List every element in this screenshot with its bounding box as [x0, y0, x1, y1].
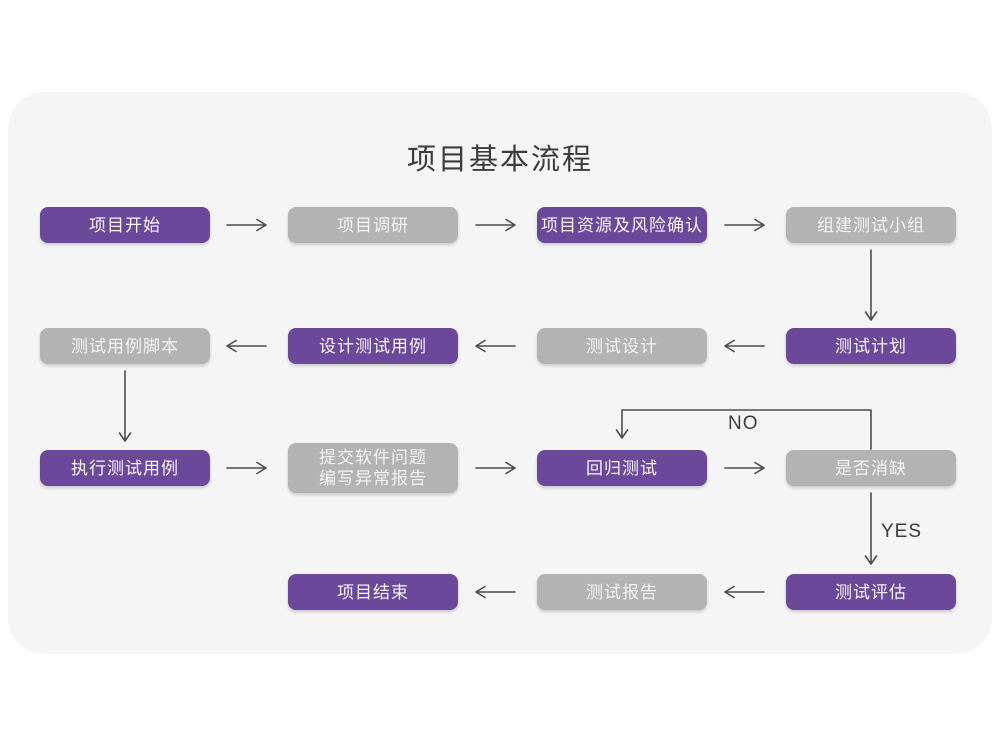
decision-label-yes: YES: [881, 521, 923, 542]
flow-node-regression-test: 回归测试: [537, 450, 707, 486]
flowchart-card-background: [8, 92, 992, 654]
decision-label-no: NO: [728, 413, 759, 434]
flow-node-test-report: 测试报告: [537, 574, 707, 610]
flow-node-project-research: 项目调研: [288, 207, 458, 243]
submit-issue-report-text: 提交软件问题编写异常报告: [319, 448, 427, 488]
flow-node-test-case-script: 测试用例脚本: [40, 328, 210, 364]
flow-node-defect-decision: 是否消缺: [786, 450, 956, 486]
flow-node-test-design: 测试设计: [537, 328, 707, 364]
flow-node-execute-test-cases: 执行测试用例: [40, 450, 210, 486]
flow-node-resources-risk: 项目资源及风险确认: [537, 207, 707, 243]
flow-node-submit-issue-report: 提交软件问题编写异常报告: [288, 443, 458, 493]
flow-node-project-start: 项目开始: [40, 207, 210, 243]
flow-node-project-end: 项目结束: [288, 574, 458, 610]
page-title: 项目基本流程: [406, 144, 593, 176]
flow-node-build-test-team: 组建测试小组: [786, 207, 956, 243]
flow-node-design-test-cases: 设计测试用例: [288, 328, 458, 364]
flow-node-test-plan: 测试计划: [786, 328, 956, 364]
flow-node-test-evaluation: 测试评估: [786, 574, 956, 610]
